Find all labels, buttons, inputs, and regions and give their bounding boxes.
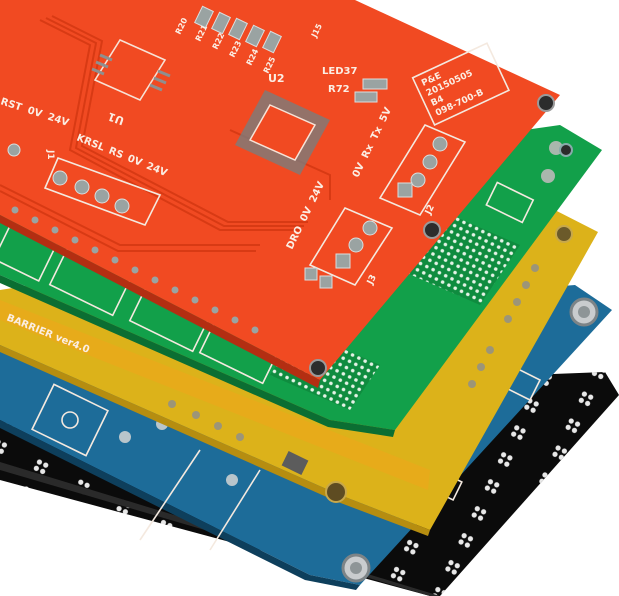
chip-u2: U2	[235, 72, 330, 175]
svg-text:R72: R72	[328, 84, 350, 95]
svg-text:LED37: LED37	[322, 66, 357, 77]
svg-text:J2: J2	[423, 203, 437, 217]
chip-u1: U1	[91, 38, 171, 128]
red-board: U1 U2 R20 R21 R22 R23 R24 R25 J15 LED37 …	[0, 0, 560, 388]
svg-text:J1: J1	[45, 149, 55, 160]
svg-text:U1: U1	[106, 110, 126, 128]
svg-text:U2: U2	[268, 72, 285, 85]
svg-text:J3: J3	[365, 273, 379, 287]
